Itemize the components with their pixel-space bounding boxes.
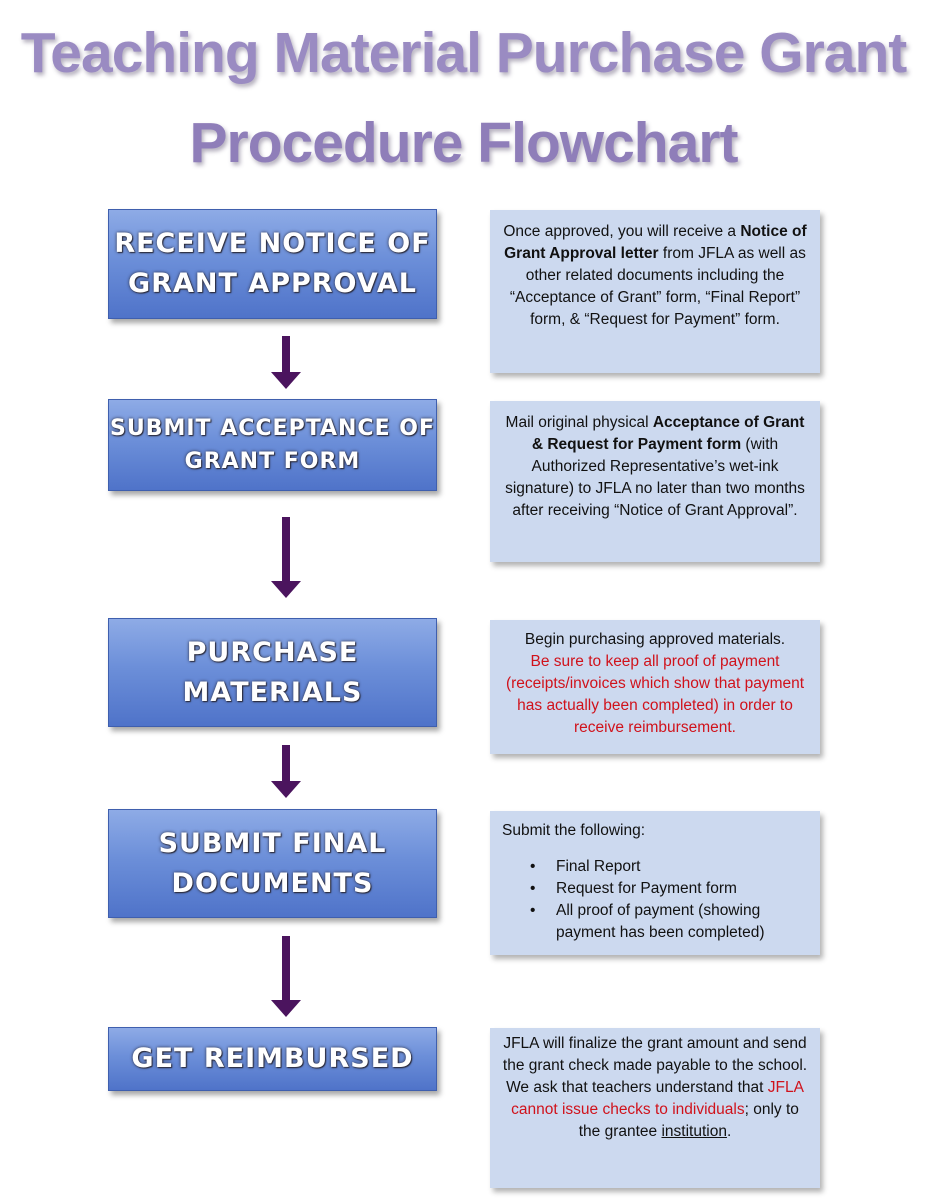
step-submit-acceptance: SUBMIT ACCEPTANCE OF GRANT FORM [108, 399, 437, 491]
step-receive-notice: RECEIVE NOTICE OF GRANT APPROVAL [108, 209, 437, 319]
step-label-line-1: SUBMIT FINAL [158, 827, 387, 859]
arrow-down-icon [271, 936, 301, 1018]
step-label-line-1: PURCHASE [186, 636, 359, 668]
list-item: Request for Payment form [530, 878, 808, 900]
note-get-reimbursed: JFLA will finalize the grant amount and … [490, 1028, 820, 1188]
step-label-line-2: GRANT APPROVAL [128, 268, 417, 299]
step-get-reimbursed: GET REIMBURSED [108, 1027, 437, 1091]
title-line-1: Teaching Material Purchase Grant [20, 21, 908, 85]
step-purchase-materials: PURCHASE MATERIALS [108, 618, 437, 727]
step-label-line-2: MATERIALS [182, 676, 363, 708]
arrow-down-icon [271, 517, 301, 599]
arrow-down-icon [271, 745, 301, 798]
note-purchase-materials: Begin purchasing approved materials. Be … [490, 620, 820, 754]
note-submit-acceptance: Mail original physical Acceptance of Gra… [490, 401, 820, 562]
arrow-down-icon [271, 336, 301, 389]
list-item: Final Report [530, 856, 808, 878]
list-item: All proof of payment (showing payment ha… [530, 900, 808, 944]
note-receive-notice: Once approved, you will receive a Notice… [490, 210, 820, 373]
title-line-2: Procedure Flowchart [189, 111, 739, 175]
step-submit-final-documents: SUBMIT FINAL DOCUMENTS [108, 809, 437, 918]
step-label-line-2: DOCUMENTS [171, 867, 374, 899]
step-label-line-1: GET REIMBURSED [131, 1043, 414, 1074]
step-label-line-1: SUBMIT ACCEPTANCE OF [110, 416, 435, 441]
required-documents-list: Final Report Request for Payment form Al… [502, 856, 808, 944]
step-label-line-2: GRANT FORM [184, 449, 361, 474]
step-label-line-1: RECEIVE NOTICE OF [114, 228, 431, 259]
note-submit-final-documents: Submit the following: Final Report Reque… [490, 811, 820, 955]
